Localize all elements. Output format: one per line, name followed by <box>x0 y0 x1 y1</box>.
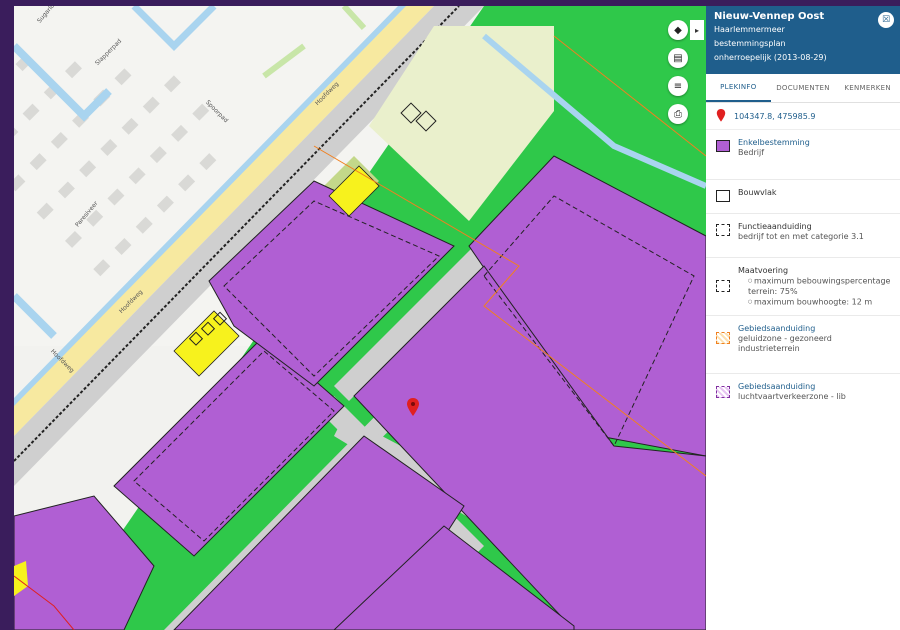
coordinates-text: 104347.8, 475985.9 <box>734 111 816 121</box>
tab-kenmerken[interactable]: KENMERKEN <box>844 84 891 92</box>
list-icon[interactable]: ≡ <box>668 76 688 96</box>
tab-documenten[interactable]: DOCUMENTEN <box>776 84 830 92</box>
ruler-icon[interactable]: ▤ <box>668 48 688 68</box>
plan-status: onherroepelijk (2013-08-29) <box>714 53 827 62</box>
pin-icon <box>407 398 419 416</box>
hatched-purple-swatch <box>716 386 730 398</box>
map-canvas[interactable]: Sugarloaf Slapperpad Hoofdweg Spoorpad P… <box>14 6 706 630</box>
municipality: Haarlemmermeer <box>714 25 785 34</box>
legend-title: Bouwvlak <box>738 188 777 197</box>
outline-swatch <box>716 190 730 202</box>
collapse-chevron-icon[interactable]: ▸ <box>690 20 704 40</box>
plan-title: Nieuw-Vennep Oost <box>714 11 825 22</box>
panel-tabs: PLEKINFO DOCUMENTEN KENMERKEN <box>706 74 900 103</box>
legend-row: Functieaanduiding bedrijf tot en met cat… <box>706 214 900 258</box>
hatched-orange-swatch <box>716 332 730 344</box>
panel-header: Nieuw-Vennep Oost Haarlemmermeer bestemm… <box>706 6 900 74</box>
legend-title: Gebiedsaanduiding <box>738 382 816 391</box>
purple-swatch <box>716 140 730 152</box>
map-drawing[interactable] <box>14 6 706 630</box>
tab-plekinfo[interactable]: PLEKINFO <box>706 74 771 102</box>
print-icon[interactable]: ⎙ <box>668 104 688 124</box>
legend-title: Gebiedsaanduiding <box>738 324 816 333</box>
legend-detail: Bedrijf <box>738 148 765 157</box>
map-toolbar: ◆ ▤ ≡ ⎙ <box>668 20 690 124</box>
coordinates-row: 104347.8, 475985.9 <box>706 103 900 130</box>
plan-type: bestemmingsplan <box>714 39 786 48</box>
legend-detail: luchtvaartverkeerzone - lib <box>738 392 846 401</box>
legend-title: Maatvoering <box>738 266 789 275</box>
legend-row: Maatvoering maximum bebouwingspercentage… <box>706 258 900 316</box>
legend-title: Functieaanduiding <box>738 222 812 231</box>
legend-row: Enkelbestemming Bedrijf <box>706 130 900 180</box>
pin-icon <box>716 109 726 122</box>
legend-item: maximum bouwhoogte: 12 m <box>748 297 892 308</box>
layers-icon[interactable]: ◆ <box>668 20 688 40</box>
legend-row: Gebiedsaanduiding geluidzone - gezoneerd… <box>706 316 900 374</box>
legend-row: Bouwvlak <box>706 180 900 214</box>
close-icon[interactable]: ☒ <box>878 12 894 28</box>
dashed-swatch <box>716 224 730 236</box>
info-panel: Nieuw-Vennep Oost Haarlemmermeer bestemm… <box>706 6 900 630</box>
dashed-swatch <box>716 280 730 292</box>
legend-title: Enkelbestemming <box>738 138 810 147</box>
legend-detail: geluidzone - gezoneerd industrieterrein <box>738 334 832 353</box>
legend-detail: bedrijf tot en met categorie 3.1 <box>738 232 864 241</box>
legend-row: Gebiedsaanduiding luchtvaartverkeerzone … <box>706 374 900 422</box>
legend-item: maximum bebouwingspercentage terrein: 75… <box>748 276 892 297</box>
